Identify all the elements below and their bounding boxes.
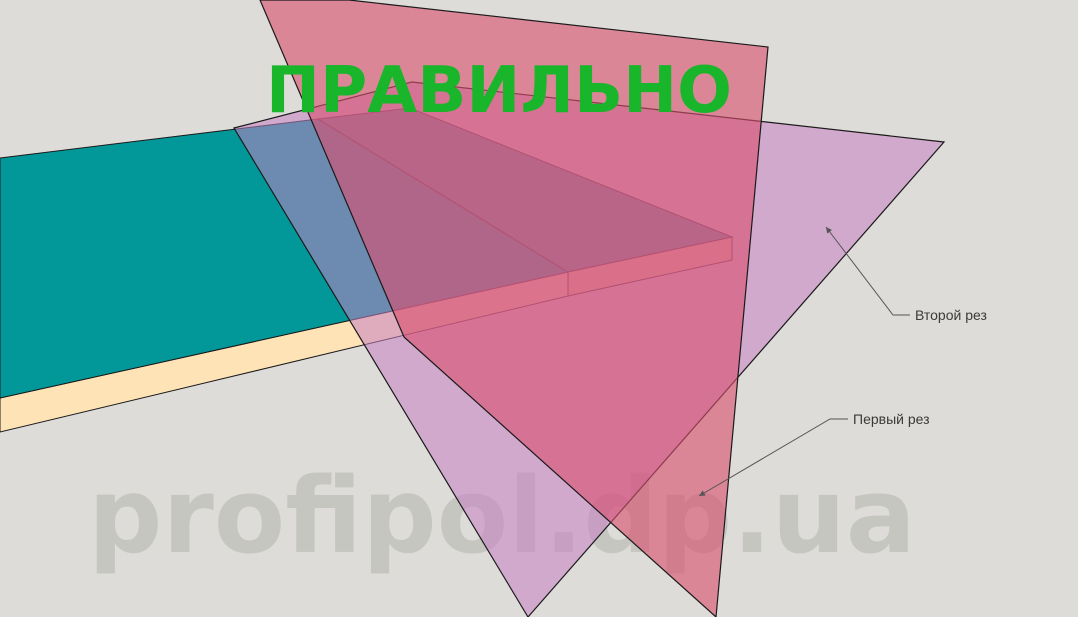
page-heading: ПРАВИЛЬНО bbox=[266, 54, 732, 128]
first-cut-plane bbox=[259, 0, 769, 617]
second-cut-label: Второй рез bbox=[915, 307, 987, 323]
second-cut-leader-line bbox=[825, 226, 910, 316]
first-cut-label: Первый рез bbox=[853, 411, 930, 427]
first-cut-leader-line bbox=[698, 418, 848, 497]
